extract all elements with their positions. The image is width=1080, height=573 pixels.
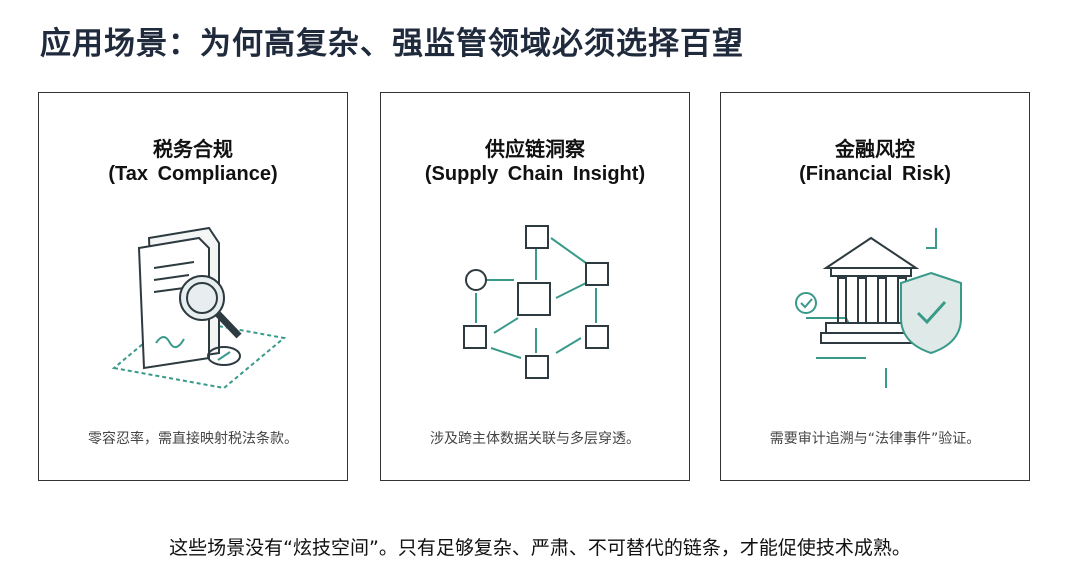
- card-caption: 涉及跨主体数据关联与多层穿透。: [430, 431, 640, 447]
- card-title-cn: 金融风控: [835, 137, 915, 161]
- card-title-en: (Tax Compliance): [108, 163, 278, 185]
- card-caption: 零容忍率，需直接映射税法条款。: [88, 431, 298, 447]
- card-title-en: (Financial Risk): [799, 163, 951, 185]
- card-title-cn: 税务合规: [153, 137, 233, 161]
- footer-statement: 这些场景没有“炫技空间”。只有足够复杂、严肃、不可替代的链条，才能促使技术成熟。: [169, 537, 911, 559]
- card-tax-compliance: 税务合规 (Tax Compliance) 零容忍率，需直接映射税法条款。: [38, 92, 348, 481]
- card-financial-risk: 金融风控 (Financial Risk) 需要审计追溯与“法律事件”验证。: [720, 92, 1030, 481]
- bank-shield-icon: [795, 228, 962, 388]
- document-magnifier-icon: [111, 226, 287, 390]
- network-cubes-icon: [463, 225, 609, 379]
- card-supply-chain: 供应链洞察 (Supply Chain Insight) 涉及跨主体数据关联与多…: [380, 92, 690, 481]
- card-title-en: (Supply Chain Insight): [424, 163, 646, 185]
- page-title: 应用场景：为何高复杂、强监管领域必须选择百望: [40, 26, 744, 62]
- card-caption: 需要审计追溯与“法律事件”验证。: [769, 431, 981, 447]
- card-title-cn: 供应链洞察: [485, 137, 585, 161]
